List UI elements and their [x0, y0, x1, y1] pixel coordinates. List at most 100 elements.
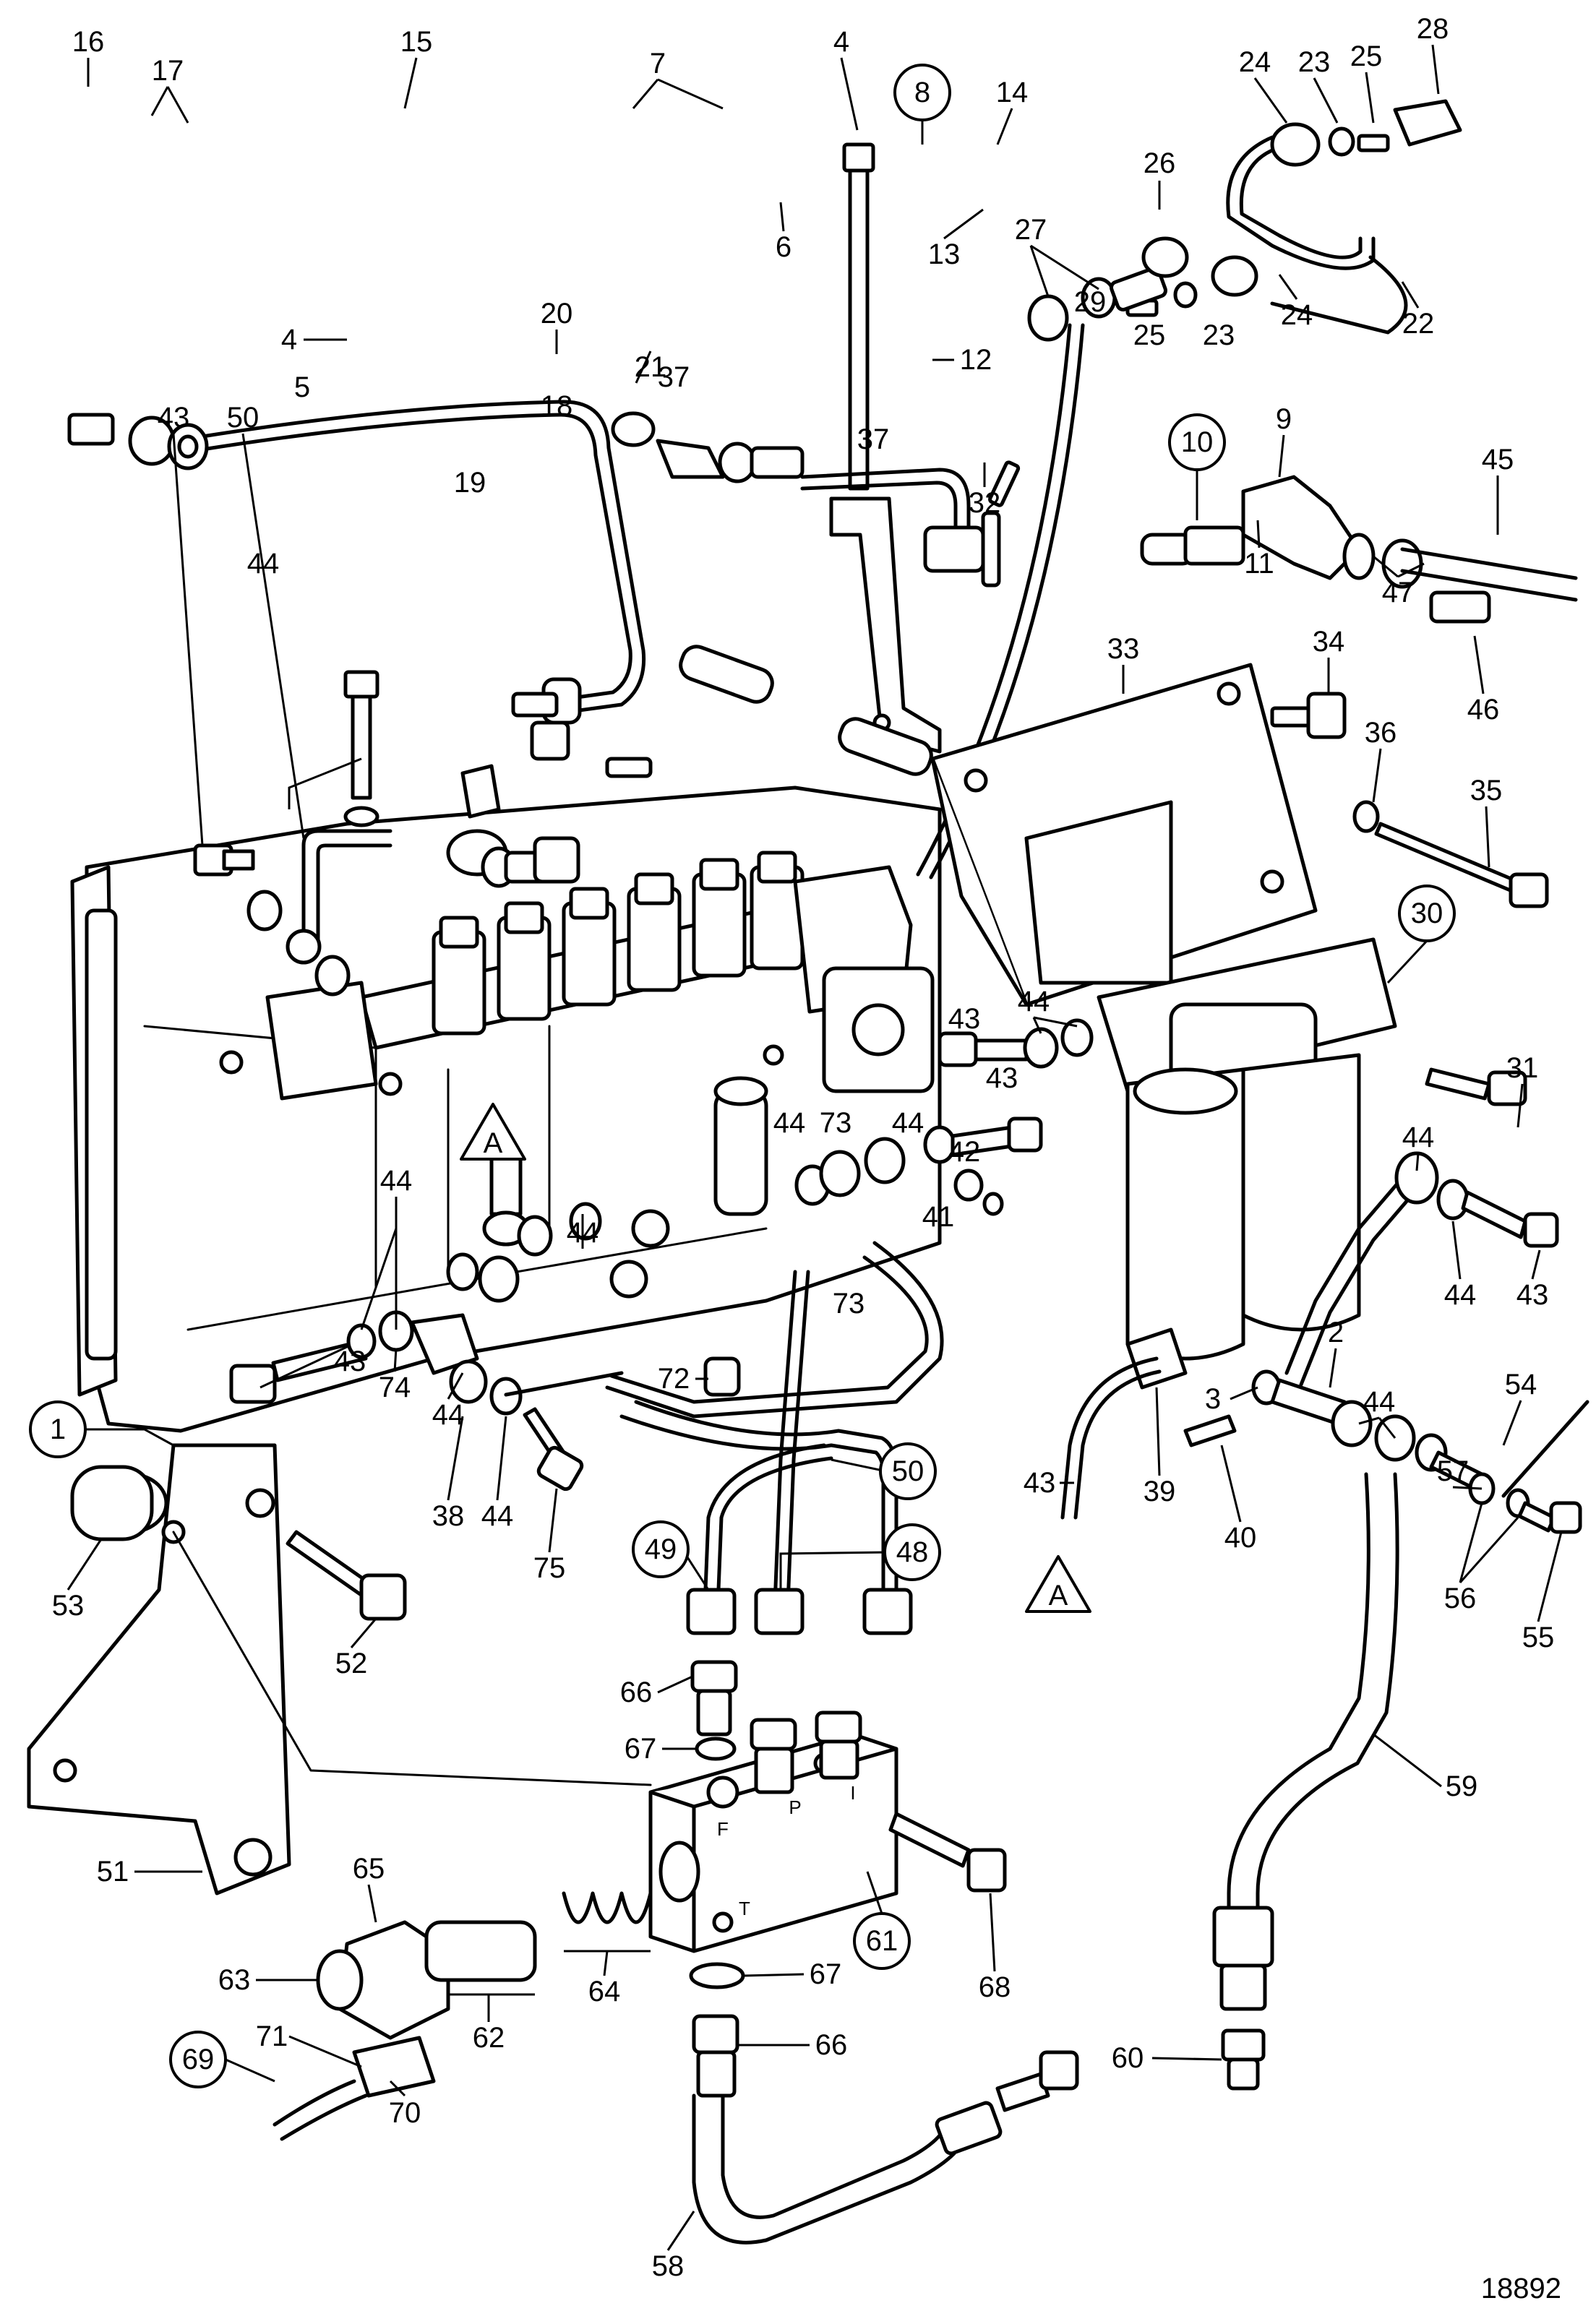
part-label-7: 7 — [650, 48, 666, 79]
label-text: A — [484, 1127, 503, 1159]
label-text: 15 — [400, 26, 433, 58]
label-text: 29 — [1074, 286, 1107, 318]
label-text: 37 — [857, 423, 890, 455]
label-text: 41 — [922, 1201, 955, 1233]
part-label-32: 32 — [969, 487, 1001, 519]
part-label-22: 22 — [1402, 308, 1435, 340]
connector-70 — [352, 2036, 436, 2098]
label-circle — [1398, 885, 1456, 942]
label-text: 46 — [1467, 694, 1500, 726]
label-text: 64 — [588, 1976, 621, 2007]
part-label-36: 36 — [1365, 717, 1397, 749]
part-label-31: 31 — [1506, 1052, 1539, 1084]
label-text: 44 — [1402, 1122, 1435, 1153]
part-label-64: 64 — [588, 1976, 621, 2007]
label-text: 50 — [892, 1455, 924, 1487]
part-label-65: 65 — [353, 1853, 385, 1885]
label-text: 37 — [658, 361, 690, 393]
part-label-3: 3 — [1205, 1383, 1221, 1415]
label-triangle — [1025, 1555, 1091, 1613]
fitting-2 — [1251, 1369, 1582, 1534]
label-text: 31 — [1506, 1052, 1539, 1084]
label-text: 42 — [948, 1136, 981, 1168]
part-label-75: 75 — [533, 1552, 566, 1584]
label-text: 50 — [227, 402, 259, 434]
part-label-12: 12 — [960, 344, 992, 376]
port-label-i: I — [850, 1782, 855, 1804]
part-label-8: 8 — [893, 64, 951, 121]
part-label-42: 42 — [948, 1136, 981, 1168]
label-text: 74 — [379, 1372, 411, 1403]
label-text: 8 — [914, 77, 930, 108]
label-text: A — [1049, 1580, 1068, 1611]
label-text: 19 — [454, 467, 486, 499]
label-text: 61 — [866, 1925, 898, 1957]
label-text: 43 — [1024, 1467, 1056, 1499]
pipe-return-lower — [504, 1371, 624, 1397]
banjo-assembly-center — [794, 1116, 1043, 1206]
port-label-p: P — [789, 1796, 801, 1818]
label-text: 65 — [353, 1853, 385, 1885]
pipe-50-upper — [286, 829, 392, 965]
label-text: 24 — [1239, 46, 1271, 78]
part-label-60: 60 — [1112, 2042, 1144, 2074]
part-label-63: 63 — [218, 1964, 251, 1996]
delivery-valve-holders — [432, 851, 805, 1036]
part-label-17: 17 — [152, 55, 184, 87]
part-label-A: A — [460, 1103, 526, 1161]
label-text: 57 — [1437, 1455, 1470, 1487]
part-label-72: 72 — [658, 1363, 690, 1395]
part-label-16: 16 — [72, 26, 105, 58]
label-text: 71 — [256, 2020, 288, 2052]
pipe-54 — [1501, 1400, 1589, 1498]
screw-35 — [1352, 800, 1549, 908]
pipe-45 — [1400, 547, 1578, 580]
port-label-t: T — [739, 1898, 750, 1919]
pipe-15 — [200, 400, 646, 718]
bolt-4-upper — [842, 142, 875, 491]
pipe-43-right — [1284, 1176, 1404, 1375]
part-label-41: 41 — [922, 1201, 955, 1233]
label-text: 25 — [1133, 319, 1166, 351]
label-text: 51 — [97, 1856, 129, 1888]
part-label-50: 50 — [879, 1442, 937, 1500]
clamp-20 — [511, 677, 653, 778]
part-label-44: 44 — [247, 548, 280, 580]
label-text: 17 — [152, 55, 184, 87]
banjo-screw-46 — [1429, 590, 1491, 624]
label-text: 53 — [52, 1590, 85, 1622]
label-text: 32 — [969, 487, 1001, 519]
nut-42-41 — [953, 1169, 1004, 1216]
label-text: 44 — [1363, 1386, 1396, 1418]
pipe-73 — [605, 1241, 944, 1419]
part-label-43: 43 — [158, 402, 190, 434]
part-label-43: 43 — [1024, 1467, 1056, 1499]
connector-28 — [1393, 99, 1462, 147]
part-label-6: 6 — [776, 231, 791, 263]
label-text: 44 — [481, 1500, 514, 1532]
part-label-62: 62 — [473, 2022, 505, 2054]
label-text: 43 — [334, 1346, 366, 1377]
part-label-44: 44 — [1363, 1386, 1396, 1418]
part-label-4: 4 — [833, 26, 849, 58]
label-text: 44 — [380, 1165, 413, 1197]
label-text: 52 — [335, 1648, 368, 1679]
part-label-2: 2 — [1328, 1317, 1344, 1348]
label-text: 38 — [432, 1500, 465, 1532]
part-label-53: 53 — [52, 1590, 85, 1622]
part-label-44: 44 — [380, 1165, 413, 1197]
bolt-4-left — [343, 670, 379, 827]
label-text: 27 — [1015, 214, 1047, 246]
label-text: 40 — [1224, 1522, 1257, 1554]
nipple-66-lower — [692, 2014, 739, 2098]
part-label-23: 23 — [1203, 319, 1235, 351]
label-text: 16 — [72, 26, 105, 58]
label-circle — [169, 2031, 227, 2088]
part-label-52: 52 — [335, 1648, 368, 1679]
part-label-66: 66 — [815, 2029, 848, 2061]
cable-69 — [273, 2079, 368, 2141]
label-text: 45 — [1482, 444, 1514, 475]
part-label-37: 37 — [658, 361, 690, 393]
label-text: 43 — [986, 1062, 1018, 1094]
